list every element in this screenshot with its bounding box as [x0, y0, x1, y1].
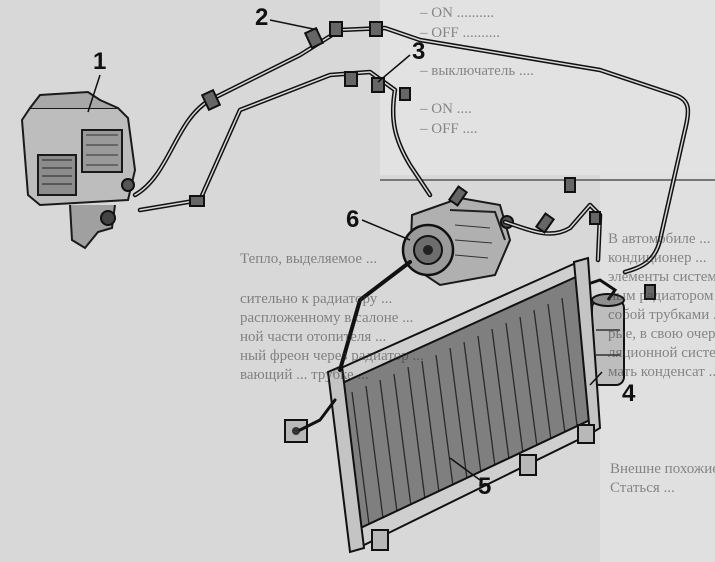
- callout-leaders: [87, 19, 603, 481]
- callout-3-line: 3: [412, 38, 426, 65]
- callout-6-compressor: 6: [346, 206, 360, 233]
- background-text-line: элементы системы: [608, 269, 715, 285]
- background-text-line: ный фреон через радиатор ...: [240, 348, 424, 364]
- fittings: [189, 21, 656, 300]
- background-text-line: распложенному в салоне ...: [240, 310, 414, 326]
- condenser: [284, 256, 602, 554]
- background-text-line: сительно к радиатору ...: [240, 291, 393, 307]
- receiver-drier: [584, 278, 625, 386]
- callout-4-receiver-drier: 4: [622, 380, 636, 407]
- background-text-line: Тепло, выделяемое ...: [240, 251, 378, 267]
- evaporator-unit: [20, 90, 137, 250]
- background-text-line: собой трубками ...: [608, 307, 715, 323]
- compressor: [401, 196, 514, 287]
- background-text-line: В автомобиле ...: [608, 231, 711, 247]
- background-text-line: Статься ...: [610, 480, 675, 496]
- background-text-line: – ON ....: [420, 101, 472, 117]
- background-text-line: ляционной системы ...: [608, 345, 715, 361]
- background-text-line: – ON ..........: [420, 5, 495, 21]
- background-text-line: кондиционер ...: [608, 250, 707, 266]
- background-text-line: вающий ... трубке ...: [240, 367, 369, 383]
- callout-5-condenser: 5: [478, 473, 492, 500]
- refrigerant-lines: [132, 25, 691, 432]
- callout-2-line: 2: [255, 4, 269, 31]
- background-text-line: Внешне похожие ...: [610, 461, 715, 477]
- background-text-line: рые, в свою очередь: [608, 326, 715, 342]
- background-text-line: – OFF ....: [420, 121, 478, 137]
- background-text-line: ной части отопителя ...: [240, 329, 387, 345]
- background-text-line: мать конденсат ...: [608, 364, 715, 380]
- background-text-line: – OFF ..........: [420, 25, 501, 41]
- callout-1-evaporator: 1: [93, 48, 107, 75]
- background-text-line: ным радиатором и: [608, 288, 715, 304]
- background-text-line: – выключатель ....: [420, 63, 534, 79]
